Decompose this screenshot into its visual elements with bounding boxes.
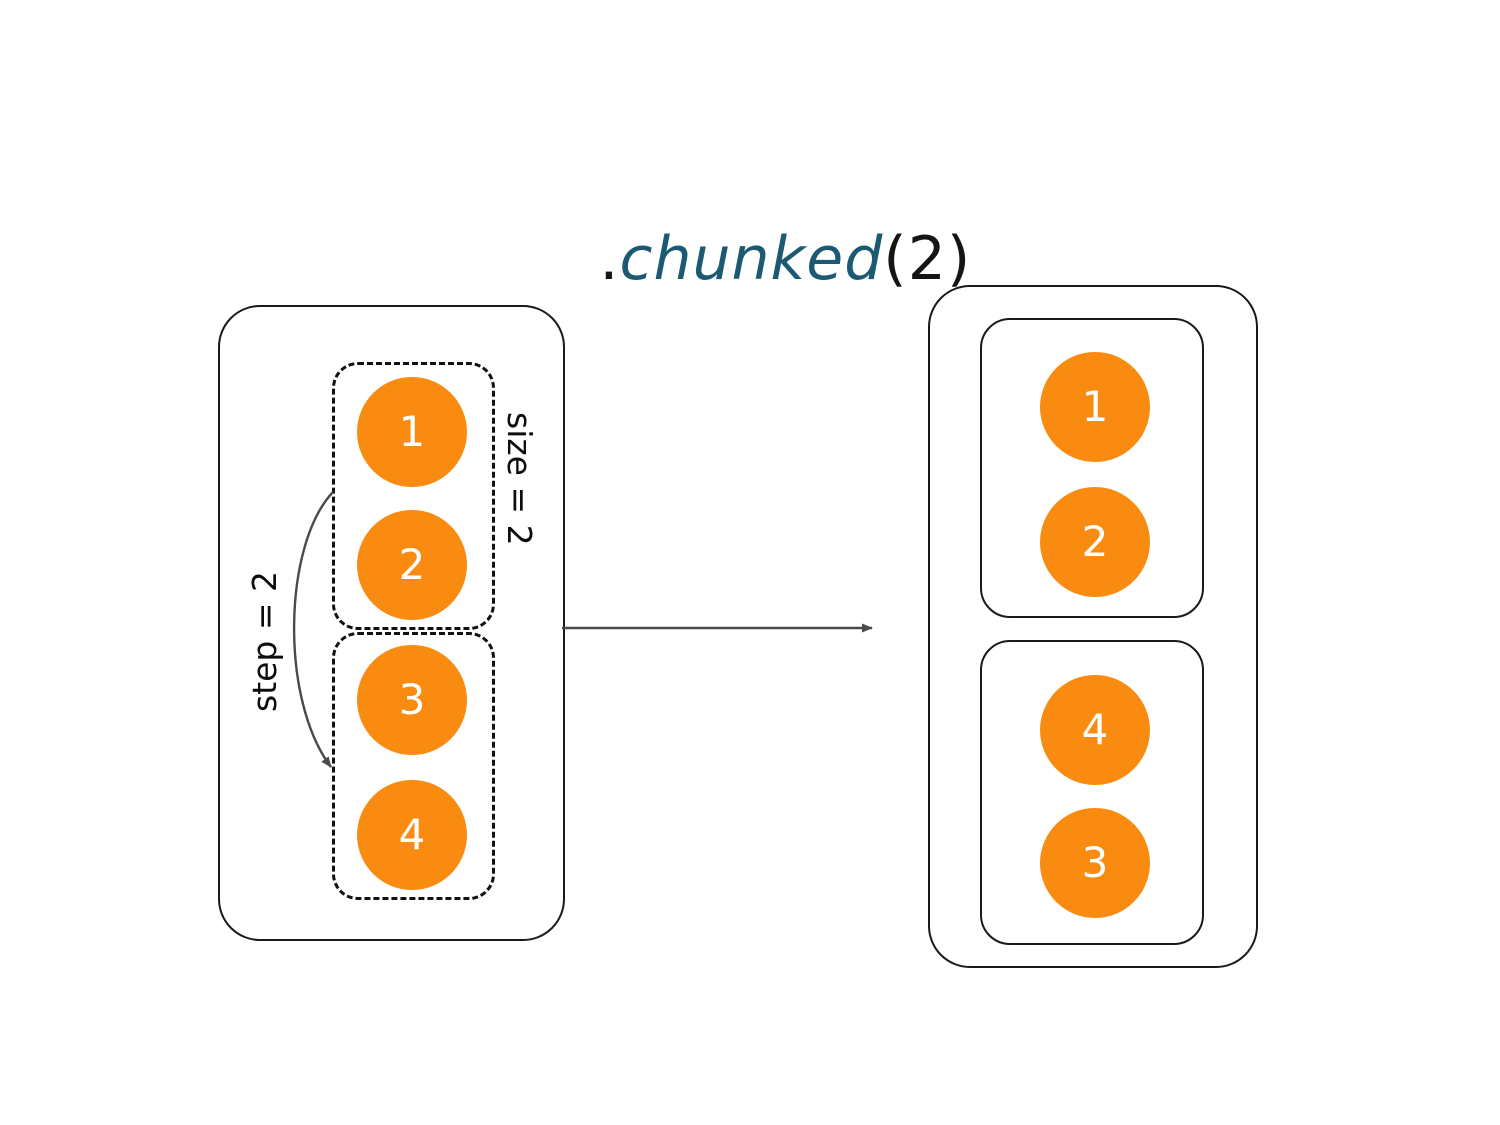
result-node-4: 4	[1040, 675, 1150, 785]
source-node-2: 2	[357, 510, 467, 620]
result-node-3: 3	[1040, 808, 1150, 918]
title-dot: .	[599, 224, 620, 294]
size-annotation-label: size = 2	[500, 412, 539, 546]
result-node-1: 1	[1040, 352, 1150, 462]
source-node-3: 3	[357, 645, 467, 755]
title-method-name: chunked	[619, 224, 884, 294]
source-node-4: 4	[357, 780, 467, 890]
title-arguments: (2)	[883, 224, 972, 294]
source-node-1: 1	[357, 377, 467, 487]
page-title: .chunked(2)	[0, 160, 1500, 358]
result-node-2: 2	[1040, 487, 1150, 597]
step-annotation-label: step = 2	[245, 570, 284, 712]
